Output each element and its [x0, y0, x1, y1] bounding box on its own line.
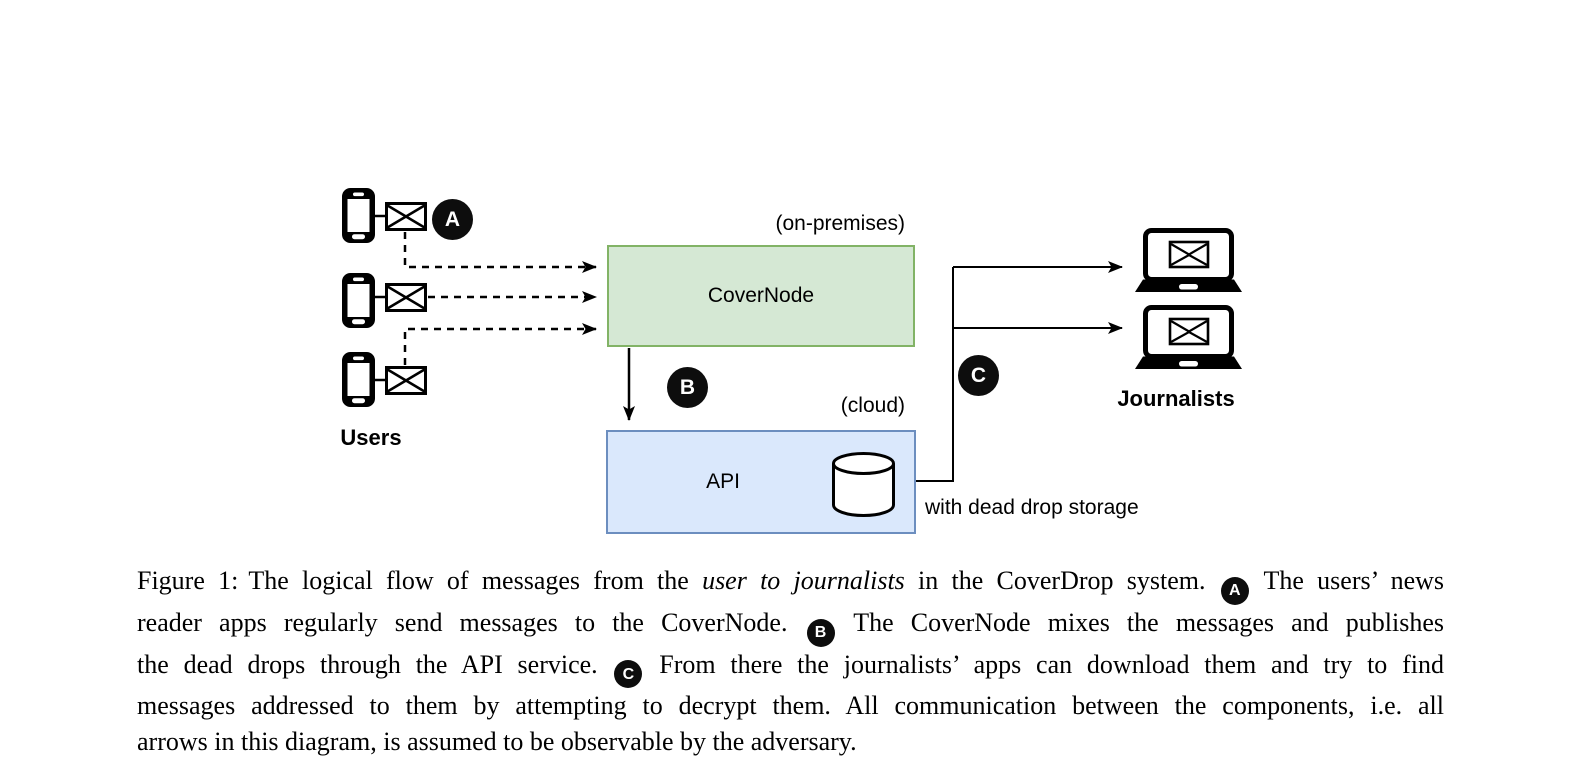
- caption-line-2: reader apps regularly send messages to t…: [137, 605, 1444, 647]
- caption-line-3: the dead drops through the API service. …: [137, 647, 1444, 689]
- envelope-icon: [385, 366, 427, 395]
- caption-text: The logical flow of messages from the: [248, 566, 703, 595]
- smartphone-icon: [342, 188, 375, 243]
- caption-text: The CoverNode mixes the messages and pub…: [836, 607, 1445, 637]
- cloud-label: (cloud): [840, 394, 905, 417]
- covernode-box: [607, 245, 915, 347]
- caption-line-4: messages addressed to them by attempting…: [137, 688, 1444, 724]
- step-badge-b-inline: B: [806, 618, 835, 647]
- user-message-arrow-3: [403, 323, 597, 365]
- caption-text: arrows in this diagram, is assumed to be…: [137, 726, 857, 756]
- caption-italic-text: user to journalists: [702, 566, 905, 595]
- covernode-label: CoverNode: [707, 284, 815, 308]
- step-badge-b: B: [667, 367, 708, 408]
- laptop-icon: [1135, 308, 1242, 370]
- envelope-icon: [385, 202, 427, 231]
- caption-line-5: arrows in this diagram, is assumed to be…: [137, 724, 1444, 760]
- database-cylinder-icon: [832, 452, 895, 517]
- smartphone-icon: [342, 273, 375, 328]
- step-badge-a: A: [432, 199, 473, 240]
- api-label: API: [706, 470, 740, 494]
- smartphone-icon: [342, 352, 375, 407]
- caption-text: The users’ news: [1250, 566, 1445, 595]
- figure-caption: Figure 1: The logical flow of messages fr…: [137, 563, 1444, 760]
- caption-text: in the CoverDrop system.: [904, 566, 1219, 595]
- api-to-journalists-connector: [916, 267, 954, 482]
- caption-text: messages addressed to them by attempting…: [137, 691, 1444, 721]
- laptop-icon: [1135, 231, 1242, 293]
- step-badge-a-inline: A: [1220, 576, 1249, 605]
- caption-line-1: Figure 1: The logical flow of messages fr…: [137, 563, 1444, 605]
- step-badge-c: C: [958, 355, 999, 396]
- journalists-label: Journalists: [1117, 386, 1235, 411]
- user-message-arrow-1: [403, 232, 597, 273]
- coverdrop-system-diagram: (on-premises) CoverNode (cloud) API with…: [340, 188, 1584, 534]
- users-label: Users: [340, 425, 402, 450]
- caption-text: From there the journalists’ apps can dow…: [644, 649, 1444, 679]
- on-premises-label: (on-premises): [775, 212, 905, 235]
- figure-number-label: Figure 1:: [137, 566, 239, 595]
- step-badge-c-inline: C: [614, 660, 643, 689]
- diagram-graphics: [342, 188, 1584, 534]
- dead-drop-storage-label: with dead drop storage: [925, 496, 1139, 519]
- envelope-icon: [385, 283, 427, 312]
- caption-text: reader apps regularly send messages to t…: [137, 607, 805, 637]
- caption-text: the dead drops through the API service.: [137, 649, 613, 679]
